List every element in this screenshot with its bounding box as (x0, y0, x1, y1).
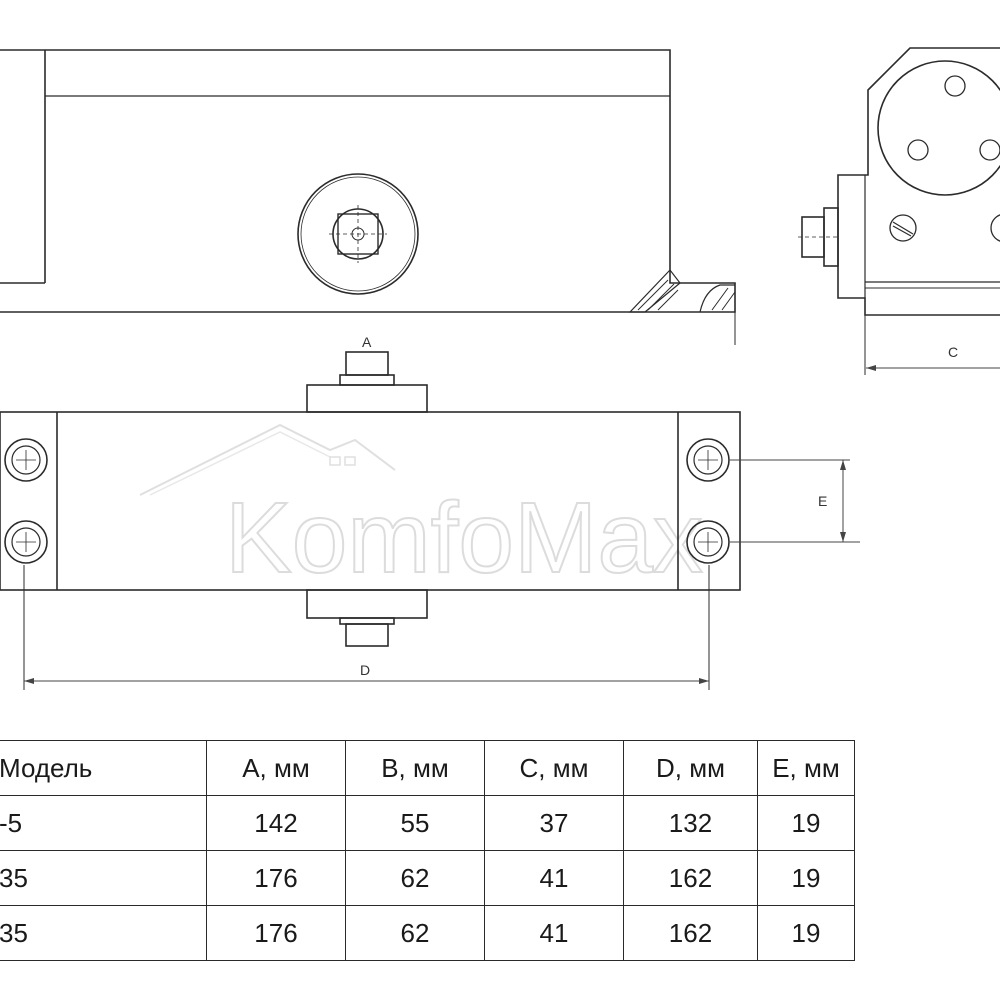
dimension-c-label: C (948, 344, 958, 360)
dimension-d: D (24, 662, 709, 684)
dimension-e: E (730, 459, 860, 543)
table-row: 35 176 62 41 162 19 (0, 850, 855, 906)
watermark-logo: KomfoMax (139, 423, 704, 595)
dimension-e-label: E (818, 493, 827, 509)
header-model: Модель (0, 740, 207, 796)
dimension-c: C (866, 344, 1000, 371)
header-b: B, мм (345, 740, 485, 796)
cell-a: 142 (206, 795, 346, 851)
cell-c: 41 (484, 905, 624, 961)
cell-e: 19 (757, 795, 855, 851)
end-view (798, 47, 1000, 375)
header-e: E, мм (757, 740, 855, 796)
cell-d: 162 (623, 905, 758, 961)
cell-d: 132 (623, 795, 758, 851)
dimension-a-label: A (362, 334, 372, 350)
watermark-text: KomfoMax (225, 482, 703, 594)
header-d: D, мм (623, 740, 758, 796)
cell-d: 162 (623, 850, 758, 906)
cell-model: 35 (0, 850, 207, 906)
specifications-table: Модель A, мм B, мм C, мм D, мм E, мм -5 … (0, 740, 855, 961)
table-row: -5 142 55 37 132 19 (0, 795, 855, 851)
dimension-a: A (362, 334, 372, 350)
cell-e: 19 (757, 850, 855, 906)
cell-model: -5 (0, 795, 207, 851)
header-c: C, мм (484, 740, 624, 796)
header-a: A, мм (206, 740, 346, 796)
cell-c: 37 (484, 795, 624, 851)
cell-c: 41 (484, 850, 624, 906)
cell-b: 62 (345, 905, 485, 961)
side-view (0, 49, 736, 345)
cell-a: 176 (206, 905, 346, 961)
dimension-d-label: D (360, 662, 370, 678)
table-header-row: Модель A, мм B, мм C, мм D, мм E, мм (0, 740, 855, 796)
cell-b: 55 (345, 795, 485, 851)
cell-b: 62 (345, 850, 485, 906)
cell-model: 35 (0, 905, 207, 961)
top-view (0, 351, 741, 690)
door-closer-technical-drawing: KomfoMax (0, 47, 1000, 690)
table-row: 35 176 62 41 162 19 (0, 905, 855, 961)
cell-a: 176 (206, 850, 346, 906)
cell-e: 19 (757, 905, 855, 961)
